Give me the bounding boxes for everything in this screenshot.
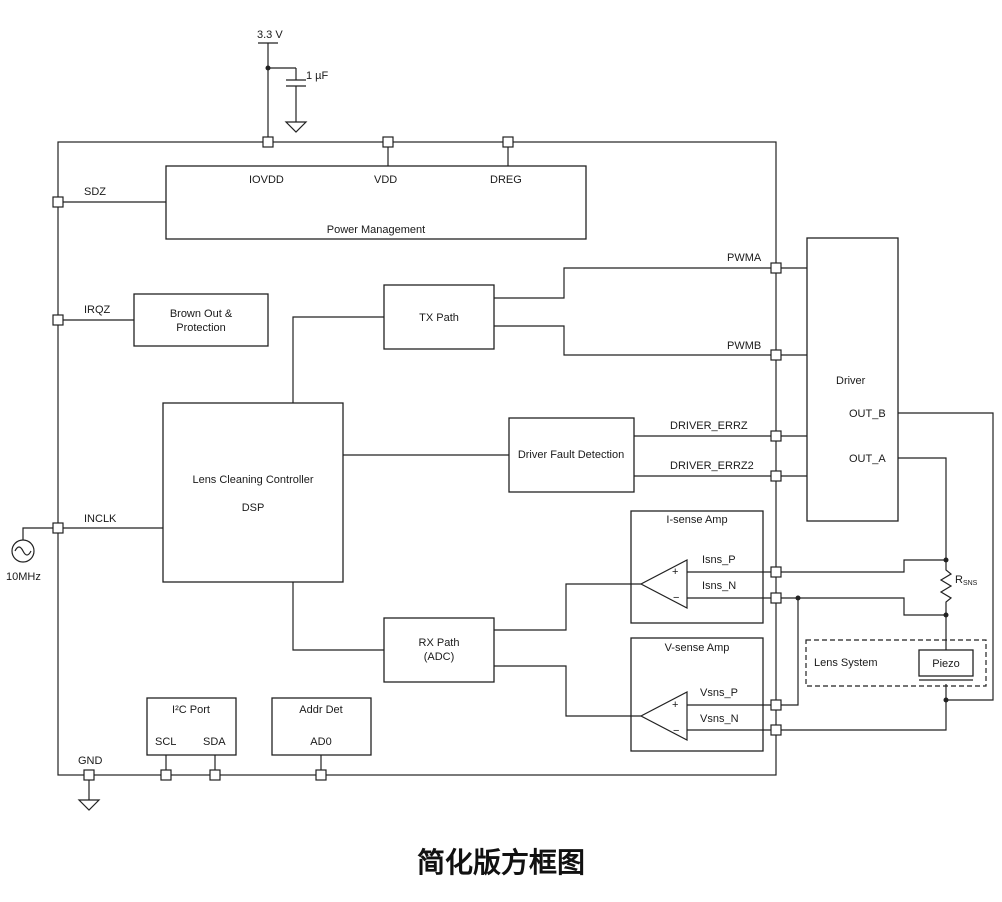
i2c-port-block <box>146 697 237 756</box>
pin-vsns-p-label: Vsns_P <box>700 687 738 699</box>
tx-path-label: TX Path <box>419 312 459 324</box>
dsp-label: DSP <box>242 502 265 514</box>
svg-text:−: − <box>673 725 679 737</box>
pin-markers <box>52 136 782 781</box>
pin-irqz-label: IRQZ <box>84 304 111 316</box>
pm-pin-vdd: VDD <box>374 174 397 186</box>
i2c-port-label: I²C Port <box>172 704 210 716</box>
v-sense-amp-block <box>630 637 764 752</box>
pin-inclk-label: INCLK <box>84 513 117 525</box>
power-management-label: Power Management <box>327 224 425 236</box>
svg-text:+: + <box>672 566 678 578</box>
pin-isns-p-label: Isns_P <box>702 554 736 566</box>
rsns-resistor <box>939 560 953 615</box>
driver-fault-detection-block <box>508 417 635 493</box>
pin-sda-label: SDA <box>203 736 226 748</box>
gnd-label: GND <box>78 755 103 767</box>
rx-path-label-1: RX Path <box>419 637 460 649</box>
tx-path-block <box>383 284 495 350</box>
svg-text:−: − <box>673 592 679 604</box>
power-management-block <box>165 165 587 240</box>
brownout-label-1: Brown Out & <box>170 308 233 320</box>
driver-label: Driver <box>836 375 866 387</box>
piezo-label: Piezo <box>932 658 960 670</box>
out-a-wire <box>898 457 947 560</box>
pm-pin-iovdd: IOVDD <box>249 174 284 186</box>
pin-scl-label: SCL <box>155 736 176 748</box>
pin-vsns-n-label: Vsns_N <box>700 713 739 725</box>
v-sense-amp-label: V-sense Amp <box>665 642 730 654</box>
lcc-label: Lens Cleaning Controller <box>192 474 313 486</box>
pm-pin-dreg: DREG <box>490 174 522 186</box>
addr-det-label: Addr Det <box>299 704 342 716</box>
supply-network <box>258 42 308 142</box>
pin-driver-errz2-label: DRIVER_ERRZ2 <box>670 460 754 472</box>
rsns-label: RSNS <box>955 574 978 587</box>
brownout-block <box>133 293 269 347</box>
fault-label: Driver Fault Detection <box>518 449 624 461</box>
ground-icon <box>284 121 308 133</box>
out-a-label: OUT_A <box>849 453 886 465</box>
out-b-wire <box>898 412 994 701</box>
lens-cleaning-controller-block <box>162 402 344 583</box>
piezo-block <box>918 649 974 677</box>
pin-driver-errz-label: DRIVER_ERRZ <box>670 420 748 432</box>
svg-text:+: + <box>672 699 678 711</box>
figure-caption: 简化版方框图 <box>417 846 585 879</box>
chip-outline <box>57 141 777 776</box>
addr-det-block <box>271 697 372 756</box>
pin-pwmb-label: PWMB <box>727 340 761 352</box>
driver-block <box>806 237 899 522</box>
pin-sdz-label: SDZ <box>84 186 106 198</box>
lens-system-box <box>805 639 987 687</box>
rx-path-label-2: (ADC) <box>424 651 455 663</box>
pin-ad0-label: AD0 <box>310 736 331 748</box>
i-sense-amp-block <box>630 510 764 624</box>
v-sense-amp-triangle-icon <box>639 691 688 741</box>
clock-frequency-label: 10MHz <box>6 571 41 583</box>
gnd-ground-icon <box>77 799 101 811</box>
pin-pwma-label: PWMA <box>727 252 762 264</box>
lens-system-label: Lens System <box>814 657 878 669</box>
capacitor-label: 1 µF <box>306 70 329 82</box>
out-b-label: OUT_B <box>849 408 886 420</box>
brownout-label-2: Protection <box>176 322 226 334</box>
pin-isns-n-label: Isns_N <box>702 580 736 592</box>
supply-voltage-label: 3.3 V <box>257 29 283 41</box>
i-sense-amp-label: I-sense Amp <box>666 514 727 526</box>
i-sense-amp-triangle-icon <box>639 559 688 609</box>
rx-path-block <box>383 617 495 683</box>
